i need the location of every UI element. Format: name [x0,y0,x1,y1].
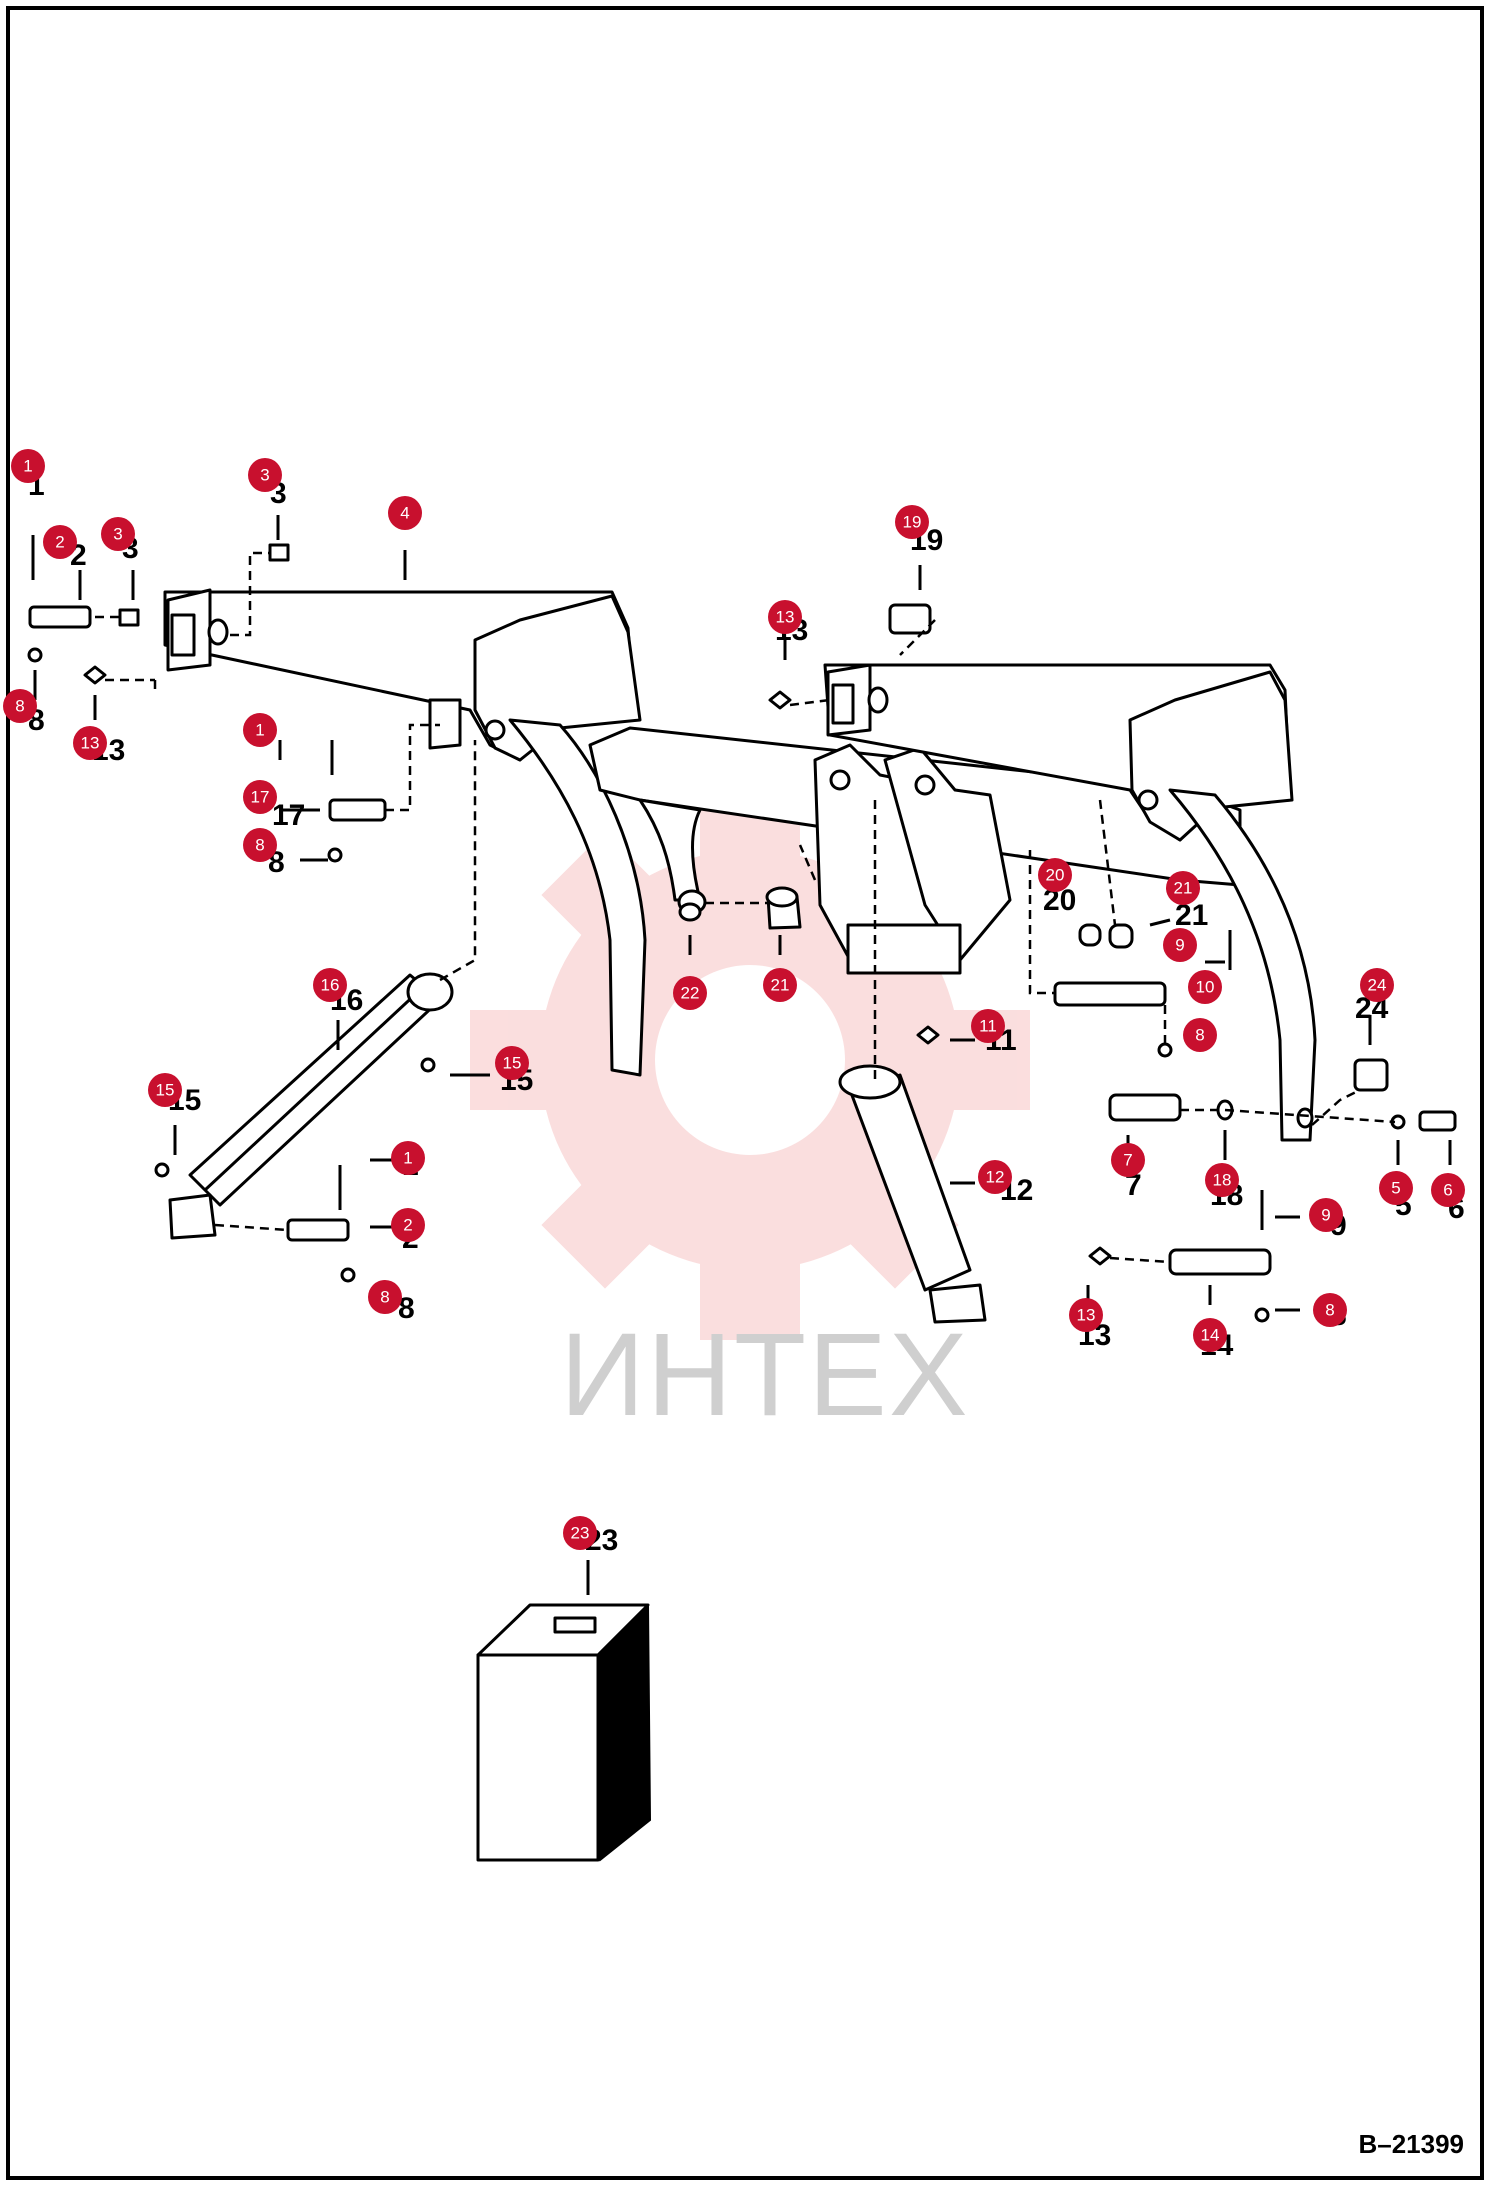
callout-8[interactable]: 8 [243,828,277,862]
watermark-text: ИНТЕХ [560,1309,970,1441]
svg-text:8: 8 [1195,1026,1204,1045]
ref-label: 8 [398,1292,415,1325]
callout-13[interactable]: 13 [1069,1298,1103,1332]
center-crossbeam [588,726,1242,975]
callout-9[interactable]: 9 [1163,928,1197,962]
small-parts [27,535,1457,1323]
svg-text:13: 13 [1077,1306,1096,1325]
callout-8[interactable]: 8 [368,1280,402,1314]
callout-13[interactable]: 13 [768,600,802,634]
callout-6[interactable]: 6 [1431,1173,1465,1207]
callout-10[interactable]: 10 [1188,970,1222,1004]
svg-text:18: 18 [1213,1171,1232,1190]
svg-text:16: 16 [321,976,340,995]
svg-text:10: 10 [1196,978,1215,997]
callout-16[interactable]: 16 [313,968,347,1002]
ref-label: 7 [1125,1169,1142,1202]
svg-text:13: 13 [776,608,795,627]
callout-4[interactable]: 4 [388,496,422,530]
ref-label: 17 [272,799,305,832]
svg-text:7: 7 [1123,1151,1132,1170]
svg-text:20: 20 [1046,866,1065,885]
right-cylinder [838,1064,987,1324]
svg-text:19: 19 [903,513,922,532]
svg-text:21: 21 [1174,879,1193,898]
callout-22[interactable]: 22 [673,976,707,1010]
callout-8[interactable]: 8 [3,689,37,723]
left-lift-arm [163,588,647,1077]
svg-text:8: 8 [380,1288,389,1307]
svg-text:3: 3 [113,525,122,544]
svg-text:9: 9 [1321,1206,1330,1225]
callout-8[interactable]: 8 [1313,1293,1347,1327]
svg-text:12: 12 [986,1168,1005,1187]
callout-19[interactable]: 19 [895,505,929,539]
callout-15[interactable]: 15 [495,1046,529,1080]
svg-text:8: 8 [255,836,264,855]
svg-text:17: 17 [251,788,270,807]
svg-text:15: 15 [156,1081,175,1100]
callout-17[interactable]: 17 [243,780,277,814]
callout-7[interactable]: 7 [1111,1143,1145,1177]
callout-15[interactable]: 15 [148,1073,182,1107]
svg-text:14: 14 [1201,1326,1220,1345]
svg-text:9: 9 [1175,936,1184,955]
svg-text:2: 2 [403,1216,412,1235]
callout-13[interactable]: 13 [73,726,107,760]
svg-text:1: 1 [255,721,264,740]
callout-23[interactable]: 23 [563,1516,597,1550]
callout-5[interactable]: 5 [1379,1171,1413,1205]
right-lift-arm [823,663,1317,1142]
svg-text:4: 4 [400,504,409,523]
svg-text:8: 8 [15,697,24,716]
page-frame [6,6,1484,2180]
callout-badges: 1 2 3 3 4 8 13 1 17 8 16 15 15 1 2 8 19 … [3,449,1465,1550]
callout-1[interactable]: 1 [391,1141,425,1175]
storage-box [476,1560,652,1862]
callout-9[interactable]: 9 [1309,1198,1343,1232]
callout-12[interactable]: 12 [978,1160,1012,1194]
svg-text:1: 1 [23,457,32,476]
drawing-number: B–21399 [1358,2129,1464,2159]
callout-2[interactable]: 2 [43,525,77,559]
callout-20[interactable]: 20 [1038,858,1072,892]
callout-1[interactable]: 1 [243,713,277,747]
callout-21[interactable]: 21 [1166,871,1200,905]
assembly-lines [95,551,1396,1264]
svg-text:5: 5 [1391,1179,1400,1198]
callout-11[interactable]: 11 [971,1009,1005,1043]
svg-text:1: 1 [403,1149,412,1168]
svg-text:11: 11 [979,1017,997,1036]
callout-1[interactable]: 1 [11,449,45,483]
svg-text:24: 24 [1368,976,1387,995]
svg-text:6: 6 [1443,1181,1452,1200]
callout-18[interactable]: 18 [1205,1163,1239,1197]
svg-text:13: 13 [81,734,100,753]
left-cylinder [168,972,454,1240]
svg-text:2: 2 [55,533,64,552]
svg-text:22: 22 [681,984,700,1003]
leader-lines [33,515,1452,1312]
svg-text:8: 8 [1325,1301,1334,1320]
callout-8[interactable]: 8 [1183,1018,1217,1052]
svg-text:23: 23 [571,1524,590,1543]
callout-21[interactable]: 21 [763,968,797,1002]
callout-14[interactable]: 14 [1193,1318,1227,1352]
callout-2[interactable]: 2 [391,1208,425,1242]
svg-text:21: 21 [771,976,790,995]
callout-3[interactable]: 3 [248,458,282,492]
svg-text:15: 15 [503,1054,522,1073]
svg-text:3: 3 [260,466,269,485]
callout-24[interactable]: 24 [1360,968,1394,1002]
callout-3[interactable]: 3 [101,517,135,551]
